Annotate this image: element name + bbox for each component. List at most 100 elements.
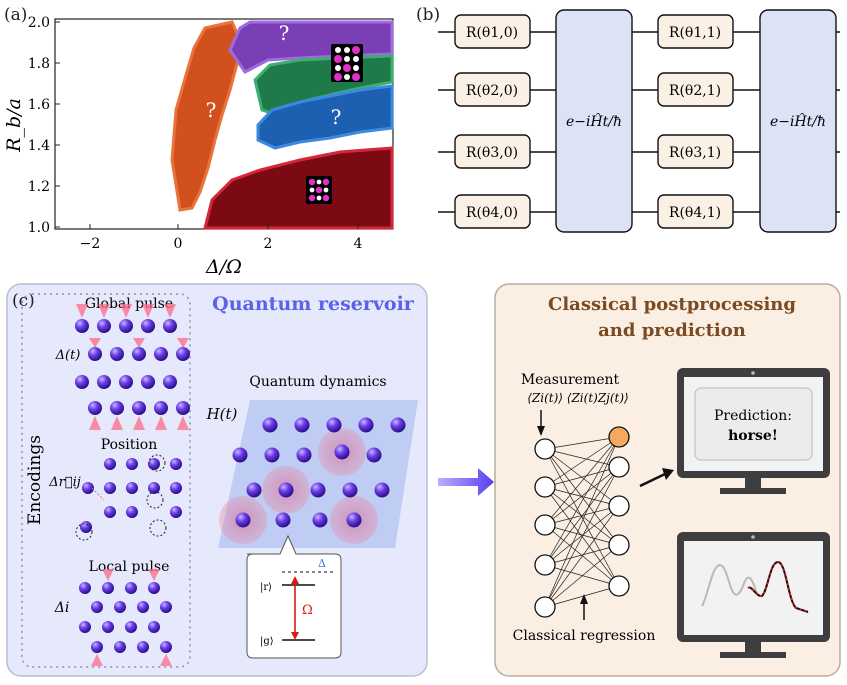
flow-arrow-icon	[438, 468, 494, 496]
nn-edge	[544, 436, 620, 566]
rotation-gate: R(θ3,1)	[657, 134, 734, 169]
panel-a-label: (a)	[4, 5, 27, 25]
svg-text:R(θ2,1): R(θ2,1)	[669, 83, 721, 99]
rydberg-state-label: |r⟩	[260, 582, 272, 593]
displaced-site-marker	[146, 491, 164, 509]
nn-input-node	[534, 514, 556, 536]
laser-beam	[160, 654, 172, 666]
nn-edge	[544, 436, 620, 450]
rotation-gate: R(θ3,0)	[454, 134, 531, 169]
nn-edge	[544, 448, 620, 507]
atom	[235, 512, 251, 528]
rotation-gate: R(θ2,1)	[657, 72, 734, 107]
atom	[374, 482, 390, 498]
output-arrow-icon	[662, 468, 674, 480]
laser-beam	[133, 338, 145, 348]
panel-c-label: (c)	[12, 291, 35, 311]
nn-hidden-node	[608, 575, 630, 597]
atom	[232, 447, 248, 463]
atom	[119, 375, 133, 389]
nn-input-node	[534, 554, 556, 576]
atom	[126, 506, 138, 518]
atom	[141, 319, 155, 333]
atom	[125, 582, 137, 594]
position-lattice	[75, 454, 182, 541]
displaced-site-marker	[148, 454, 166, 472]
rotation-gate: R(θ1,0)	[454, 14, 531, 49]
postprocessing-title-line2: and prediction	[598, 320, 746, 341]
global-pulse-lattice	[75, 304, 190, 430]
atom	[312, 512, 328, 528]
prediction-label: Prediction:	[714, 408, 792, 424]
postprocessing-panel: Classical postprocessing and prediction …	[494, 283, 841, 677]
nn-edge	[544, 466, 620, 488]
atom	[97, 319, 111, 333]
atom	[88, 347, 102, 361]
svg-text:e−iĤt/ħ: e−iĤt/ħ	[770, 112, 826, 130]
atom	[310, 482, 326, 498]
y-ticks	[55, 21, 60, 228]
atom	[358, 417, 374, 433]
nn-edge	[544, 505, 620, 608]
panel-c-reservoir: (c) Quantum reservoir Encodings Global p…	[6, 283, 428, 677]
nn-edge	[544, 524, 620, 546]
observables-label: ⟨Zi(t)⟩ ⟨Zi(t)Zj(t)⟩	[527, 391, 629, 405]
prediction-curve	[747, 560, 809, 613]
atom	[170, 458, 182, 470]
nn-edge	[544, 466, 620, 608]
rotation-gate: R(θ4,1)	[657, 194, 734, 229]
atom	[91, 641, 103, 653]
atom	[141, 375, 155, 389]
reservoir-atom-array	[219, 417, 406, 544]
x-ticks	[89, 224, 359, 229]
atom	[342, 482, 358, 498]
y-tick-label: 1.8	[28, 56, 50, 72]
nn-hidden-node	[608, 495, 630, 517]
x-tick-label: 2	[264, 236, 273, 252]
hamiltonian-label: H(t)	[206, 405, 238, 423]
atom	[170, 506, 182, 518]
atom	[104, 482, 116, 494]
rotation-gate: R(θ2,0)	[454, 72, 531, 107]
svg-text:e−iĤt/ħ: e−iĤt/ħ	[566, 112, 622, 130]
time-evolution-block: e−iĤt/ħ	[759, 9, 837, 233]
atom	[170, 482, 182, 494]
nn-edge	[544, 544, 620, 608]
x-axis-label: Δ/Ω	[205, 256, 242, 278]
nn-input-node	[534, 438, 556, 460]
nn-input-node	[534, 596, 556, 618]
laser-beam	[76, 304, 88, 318]
nn-edge	[544, 448, 620, 546]
atom	[114, 601, 126, 613]
darkred-phase-region	[203, 146, 394, 230]
atom	[104, 506, 116, 518]
laser-beam	[133, 416, 145, 430]
regression-label: Classical regression	[513, 628, 656, 644]
laser-beam	[120, 304, 132, 318]
atom	[75, 319, 89, 333]
atom	[160, 601, 172, 613]
atom	[110, 401, 124, 415]
blue-phase-region	[256, 84, 394, 150]
y-tick-label: 1.6	[28, 97, 50, 113]
atom	[246, 482, 262, 498]
nn-edge	[544, 585, 620, 608]
atom	[264, 447, 280, 463]
atom	[88, 401, 102, 415]
panel-b-label: (b)	[416, 5, 440, 25]
nn-edge	[544, 436, 620, 608]
svg-text:R(θ2,0): R(θ2,0)	[466, 83, 518, 99]
position-label: Position	[101, 437, 158, 453]
nn-edge	[544, 436, 620, 488]
input-arrow-icon	[537, 426, 545, 436]
svg-text:R(θ4,0): R(θ4,0)	[466, 205, 518, 221]
regression-arrow-icon	[580, 594, 588, 604]
monitor-prediction: Prediction: horse!	[677, 368, 830, 494]
laser-beam	[148, 569, 160, 581]
svg-text:R(θ1,1): R(θ1,1)	[669, 25, 721, 41]
unknown-phase-mark-orange: ?	[206, 98, 217, 122]
atom	[97, 375, 111, 389]
postprocessing-title-line1: Classical postprocessing	[548, 294, 796, 315]
atom	[148, 458, 160, 470]
x-tick-label: 4	[354, 236, 363, 252]
